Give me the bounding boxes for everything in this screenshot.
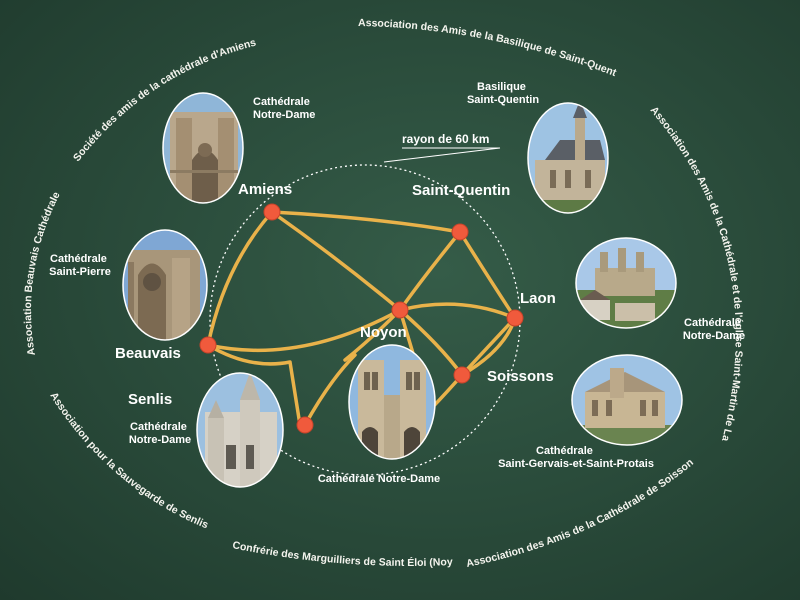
- node-amiens[interactable]: [263, 203, 281, 221]
- node-soissons[interactable]: [453, 366, 471, 384]
- node-laon[interactable]: [506, 309, 524, 327]
- association-senlis-label: Association pour la Sauvegarde de Senlis: [47, 390, 210, 531]
- radius-pointer: [383, 147, 501, 163]
- radius-label: rayon de 60 km: [402, 132, 489, 146]
- cathedral-label-senlis: Cathédrale Notre-Dame: [129, 421, 191, 446]
- city-label-senlis: Senlis: [128, 391, 172, 408]
- node-saint-quentin[interactable]: [451, 223, 469, 241]
- road-noyon-laon: [398, 302, 517, 320]
- road-laon-soissons: [460, 316, 517, 377]
- cathedral-label-beauvais: Cathédrale Saint-Pierre: [49, 253, 111, 278]
- city-label-laon: Laon: [520, 290, 556, 307]
- photo-soissons-cathedral[interactable]: [570, 354, 684, 447]
- node-senlis[interactable]: [296, 416, 314, 434]
- photo-saint-quentin-basilica[interactable]: [525, 100, 615, 220]
- road-amiens-saint-quentin: [270, 210, 462, 234]
- cathedral-label-noyon: Cathédrale Notre-Dame: [318, 473, 440, 485]
- node-beauvais[interactable]: [199, 336, 217, 354]
- road-amiens-noyon: [270, 210, 402, 312]
- city-label-soissons: Soissons: [487, 368, 554, 385]
- road-saint-quentin-laon: [458, 230, 517, 320]
- road-beauvais-senlis: [206, 343, 302, 427]
- road-senlis-noyon: [303, 353, 357, 427]
- road-amiens-beauvais: [206, 210, 274, 347]
- road-saint-quentin-noyon: [398, 230, 462, 312]
- cathedral-label-saint-quentin: Basilique Saint-Quentin: [467, 81, 539, 106]
- photo-amiens-cathedral[interactable]: [160, 90, 250, 210]
- cathedral-label-soissons: Cathédrale Saint-Gervais-et-Saint-Protai…: [498, 445, 654, 470]
- city-label-beauvais: Beauvais: [115, 345, 181, 362]
- city-label-saint-quentin: Saint-Quentin: [412, 182, 510, 199]
- photo-noyon-cathedral[interactable]: [348, 344, 438, 462]
- city-label-noyon: Noyon: [360, 324, 407, 341]
- association-saint-quentin-label: Association des Amis de la Basilique de …: [0, 0, 618, 79]
- cathedral-label-amiens: Cathédrale Notre-Dame: [253, 96, 315, 121]
- photo-beauvais-cathedral[interactable]: [120, 228, 210, 343]
- road-beauvais-noyon: [206, 308, 402, 353]
- cathedral-label-laon: Cathédrale Notre-Dame: [683, 317, 745, 342]
- city-label-amiens: Amiens: [238, 181, 292, 198]
- photo-laon-cathedral[interactable]: [574, 236, 678, 331]
- photo-senlis-cathedral[interactable]: [196, 372, 286, 490]
- node-noyon[interactable]: [391, 301, 409, 319]
